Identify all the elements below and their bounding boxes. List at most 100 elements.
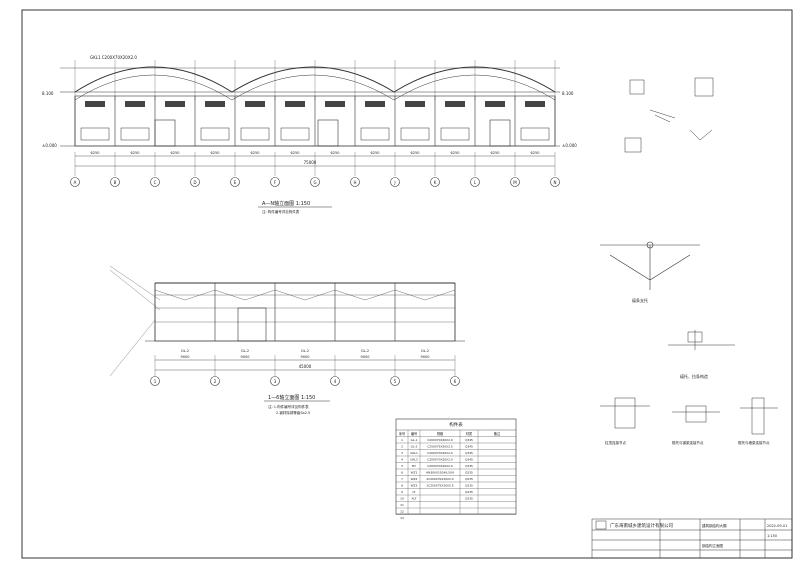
table-cell: MY xyxy=(412,464,416,468)
table-cell: Q235 xyxy=(465,477,473,481)
detail-footer-titles: 柱顶连接节点檩托与钢梁连接节点檩托与墙梁连接节点 xyxy=(605,440,770,445)
table-cell: GL-2 xyxy=(411,445,418,449)
table-cell: 7 xyxy=(401,477,403,481)
vent xyxy=(125,101,145,107)
main-bay-dim: 6250 xyxy=(411,151,420,155)
main-axis-circle xyxy=(190,177,200,187)
side-beam-label: GL-2 xyxy=(241,349,249,353)
window xyxy=(400,127,430,141)
vent xyxy=(285,101,305,107)
window xyxy=(240,127,270,141)
side-axis-circle xyxy=(270,376,280,386)
main-bay-dim: 6250 xyxy=(171,151,180,155)
side-elevation-title: 1—6轴立面图 1:150 xyxy=(268,394,315,401)
ground-elevation-mark-right: ±0.000 xyxy=(562,143,577,148)
table-cell: Q235 xyxy=(465,497,473,501)
main-axis-label: N xyxy=(554,180,557,185)
main-axis-label: J xyxy=(393,180,395,185)
side-elevation xyxy=(145,282,465,376)
purlin-detail xyxy=(668,330,735,350)
table-cell: Q345 xyxy=(465,458,473,462)
node-detail-title: 檩条支托 xyxy=(632,297,648,303)
side-beam-label: GL-2 xyxy=(361,349,369,353)
table-cell: 9 xyxy=(401,490,403,494)
door-3 xyxy=(489,119,511,147)
table-cell: 6 xyxy=(401,471,403,475)
table-cell: 5 xyxy=(401,464,403,468)
vent xyxy=(325,101,345,107)
connection-details xyxy=(600,397,778,435)
side-bay-dim: 9000 xyxy=(301,355,310,359)
window xyxy=(280,127,310,141)
vent xyxy=(445,101,465,107)
main-member-label: GKL1 C200X70X20X2.0 xyxy=(90,55,137,60)
vent xyxy=(485,101,505,107)
window xyxy=(520,127,550,141)
vent xyxy=(165,101,185,107)
table-cell: 2C200X70X20X2.0 xyxy=(426,477,453,481)
table-header-cell: 序号 xyxy=(399,431,405,436)
detail-footer-title: 柱顶连接节点 xyxy=(605,440,626,445)
main-axis-circle xyxy=(510,177,520,187)
eave-elevation-mark: 8.100 xyxy=(42,91,54,96)
vent xyxy=(365,101,385,107)
window xyxy=(120,127,150,141)
side-total-dim: 45000 xyxy=(299,364,312,369)
table-header-cell: 备注 xyxy=(494,431,501,436)
main-bay-dim: 6250 xyxy=(491,151,500,155)
main-axis-circle xyxy=(430,177,440,187)
side-beam-label: GL-2 xyxy=(421,349,429,353)
main-bay-dim: 6250 xyxy=(211,151,220,155)
main-bay-dim: 6250 xyxy=(131,151,140,155)
side-elevation-note-1: 注: 1.构件编号详见构件表 xyxy=(268,404,309,409)
side-brace xyxy=(334,289,396,301)
drawing-scale: 1:150 xyxy=(767,534,777,538)
table-cell: GL-1 xyxy=(411,438,418,442)
main-vents xyxy=(85,101,545,107)
table-cell: 10 xyxy=(400,497,404,501)
section-details xyxy=(624,77,714,153)
title-block-frame xyxy=(591,518,793,559)
side-axis-label: 4 xyxy=(334,379,337,384)
side-door xyxy=(237,307,267,342)
table-cell: GKL1 xyxy=(410,451,418,455)
door-2 xyxy=(317,119,339,147)
main-elevation-note: 注: 构件编号详见构件表 xyxy=(262,209,300,214)
main-bay-dim: 6250 xyxy=(291,151,300,155)
table-cell: 2C250X75X20X2.5 xyxy=(426,484,453,488)
main-axis-circle xyxy=(230,177,240,187)
side-axis-circle xyxy=(330,376,340,386)
main-elevation xyxy=(60,60,560,176)
side-axis-label: 5 xyxy=(394,379,397,384)
main-axis-circle xyxy=(310,177,320,187)
section-5 xyxy=(649,109,676,123)
main-axis-label: K xyxy=(434,180,437,185)
main-axis-circle xyxy=(110,177,120,187)
side-brace xyxy=(154,289,216,301)
main-axis-circle xyxy=(270,177,280,187)
table-cell: GKL2 xyxy=(410,458,418,462)
main-axis-circle xyxy=(470,177,480,187)
member-table-frame xyxy=(395,418,517,515)
window xyxy=(440,127,470,141)
main-axis-circle xyxy=(390,177,400,187)
project-name: 建筑钢结构大棚 xyxy=(702,523,727,528)
side-axis-label: 2 xyxy=(214,379,217,384)
member-table-title: 构件表 xyxy=(449,421,463,428)
side-brace xyxy=(214,289,276,301)
side-beam-label: GL-2 xyxy=(181,349,189,353)
main-total-dim: 75000 xyxy=(304,160,317,165)
brace-detail-title: 檩托、拉条构造 xyxy=(680,373,708,379)
side-bay-dim: 9000 xyxy=(181,355,190,359)
main-dim-ticks xyxy=(74,152,556,176)
table-header-cell: 材质 xyxy=(466,431,473,436)
drawing-border xyxy=(21,9,793,559)
main-axis-label: F xyxy=(274,180,277,185)
side-bay-dim: 9000 xyxy=(361,355,370,359)
main-bay-dim: 6250 xyxy=(331,151,340,155)
